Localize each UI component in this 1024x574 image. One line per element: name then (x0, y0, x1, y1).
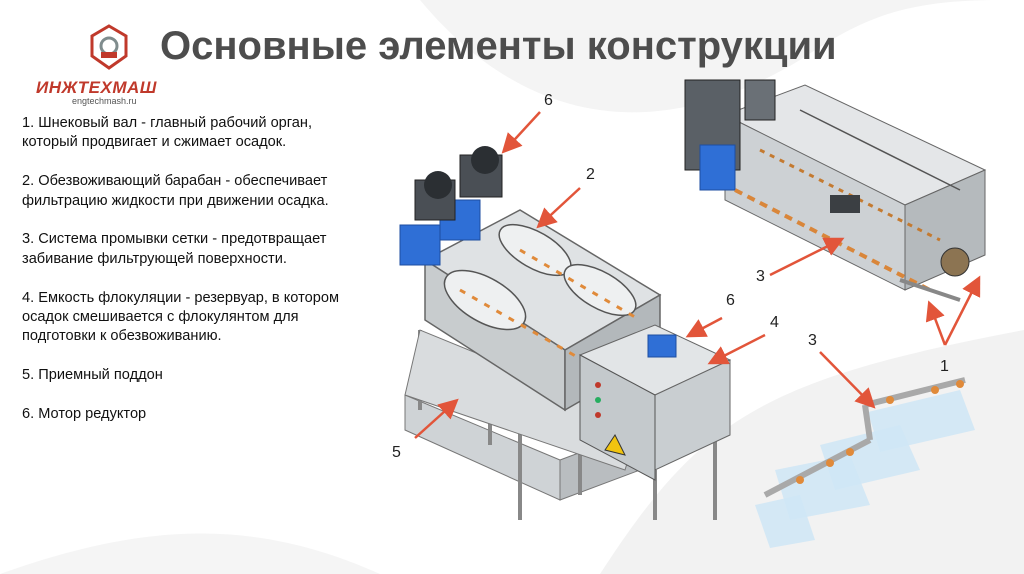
list-item: 4. Емкость флокуляции - резервуар, в кот… (22, 289, 339, 345)
spray-system-drawing (755, 377, 975, 548)
callout-label: 3 (808, 332, 817, 349)
callout-label: 1 (940, 358, 949, 375)
main-machine-drawing (399, 146, 732, 520)
callout-label: 4 (770, 314, 779, 331)
list-item: 2. Обезвоживающий барабан - обеспечивает… (22, 173, 329, 209)
list-item: 1. Шнековый вал - главный рабочий орган,… (22, 115, 313, 151)
callout-label: 3 (756, 268, 765, 285)
callout-arrows (414, 111, 981, 439)
callout-label: 6 (726, 292, 735, 309)
callout-label: 6 (544, 92, 553, 109)
callout-label: 2 (586, 166, 595, 183)
brand-name: ИНЖТЕХМАШ (36, 78, 157, 97)
list-item: 5. Приемный поддон (22, 367, 163, 384)
page-title: Основные элементы конструкции (160, 24, 837, 68)
cutaway-machine-drawing (684, 79, 987, 302)
element-description-list: 1. Шнековый вал - главный рабочий орган,… (22, 114, 362, 444)
company-logo-icon (90, 24, 128, 70)
brand-website: engtechmash.ru (72, 96, 137, 106)
callout-label: 5 (392, 444, 401, 461)
list-item: 3. Система промывки сетки - предотвращае… (22, 231, 327, 267)
list-item: 6. Мотор редуктор (22, 406, 147, 423)
